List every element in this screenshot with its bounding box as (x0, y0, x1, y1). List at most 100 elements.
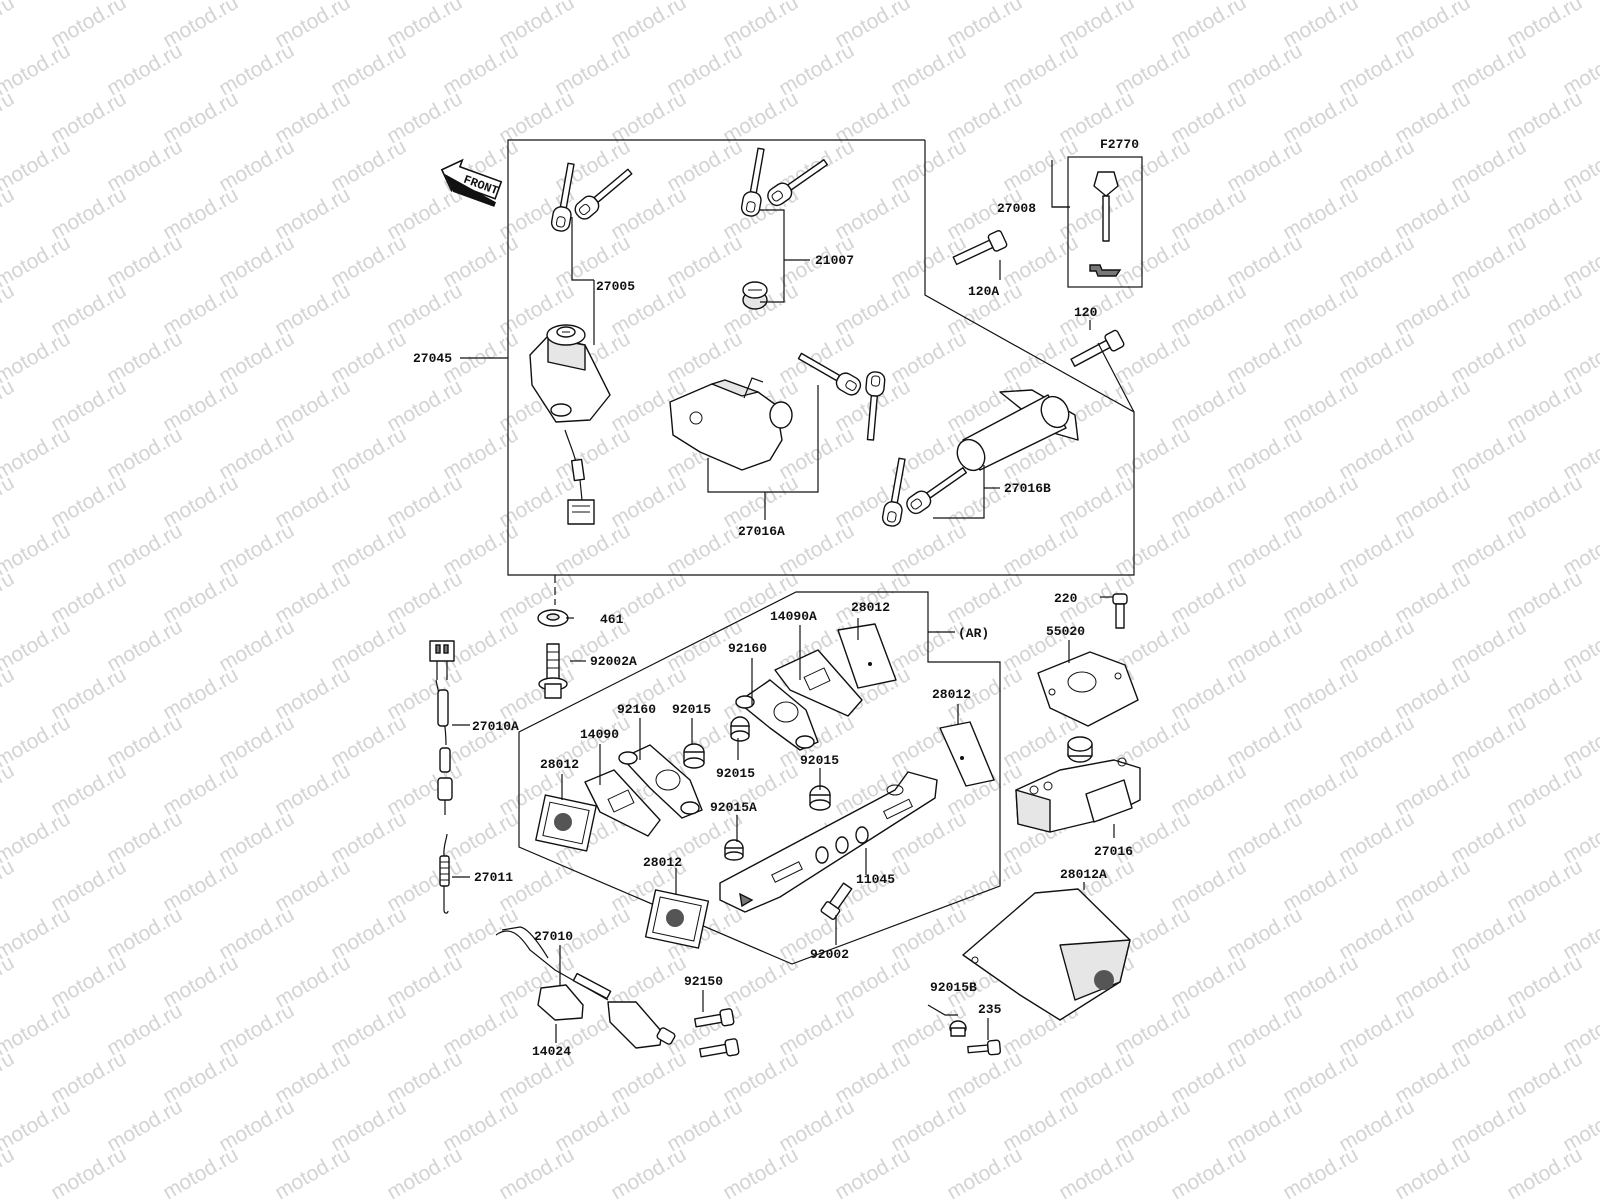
callout-27045: 27045 (413, 351, 452, 366)
watermark-text: motod.ru (495, 1143, 578, 1200)
callout-120A: 120A (968, 284, 999, 299)
plate-55020 (1037, 651, 1139, 727)
seat-lock-27016A (669, 377, 793, 471)
key-kit-box (1067, 156, 1143, 288)
watermark-text: motod.ru (0, 519, 74, 580)
callout-461: 461 (600, 612, 624, 627)
holder-14090A (774, 649, 863, 717)
callout-labels: F2770 27005 21007 27045 27008 120A 120 2… (413, 137, 1139, 1059)
callout-92015-c: 92015 (800, 753, 839, 768)
callout-92002: 92002 (810, 947, 849, 962)
reflector-28012-top (837, 623, 897, 689)
watermark-text: motod.ru (271, 1143, 354, 1200)
watermark-text: motod.ru (0, 1143, 18, 1200)
watermark-text: motod.ru (0, 999, 74, 1060)
watermark-text: motod.ru (0, 39, 74, 100)
callout-27016B: 27016B (1004, 481, 1051, 496)
callout-27010: 27010 (534, 929, 573, 944)
brake-switch-27010 (495, 926, 740, 1058)
watermark-text: motod.ru (1559, 327, 1600, 388)
watermark-text: motod.ru (0, 471, 18, 532)
ignition-switch (529, 324, 611, 525)
key-pair-27016B (881, 457, 968, 527)
reflector-28012-left (535, 794, 597, 852)
callout-28012-top: 28012 (851, 600, 890, 615)
lock-cylinder-27016B (956, 389, 1079, 472)
watermark-text: motod.ru (1559, 231, 1600, 292)
watermark-text: motod.ru (0, 1047, 18, 1108)
watermark-text: motod.ru (0, 711, 74, 772)
watermark-text: motod.ru (1559, 39, 1600, 100)
watermark-text: motod.ru (47, 1143, 130, 1200)
callout-14090A: 14090A (770, 609, 817, 624)
watermark-text: motod.ru (719, 1143, 802, 1200)
watermark-text: motod.ru (0, 279, 18, 340)
callout-28012-right: 28012 (932, 687, 971, 702)
callout-92015A: 92015A (710, 800, 757, 815)
watermark-text: motod.ru (1559, 903, 1600, 964)
watermark-text: motod.ru (1559, 711, 1600, 772)
watermark-text: motod.ru (1391, 1143, 1474, 1200)
watermark-text: motod.ru (0, 87, 18, 148)
key-pair-27005 (550, 162, 633, 232)
callout-28012A: 28012A (1060, 867, 1107, 882)
bracket-92160-top (735, 679, 819, 751)
watermark-text: motod.ru (0, 615, 74, 676)
callout-AR: (AR) (958, 626, 989, 641)
callout-92015-b: 92015 (716, 766, 755, 781)
watermark-text: motod.ru (383, 1143, 466, 1200)
callout-92015-a: 92015 (672, 702, 711, 717)
kit-code: F2770 (1100, 137, 1139, 152)
watermark-text: motod.ru (0, 423, 74, 484)
reflector-28012-right (939, 721, 995, 787)
watermark-text: motod.ru (1167, 1143, 1250, 1200)
callout-92160-top: 92160 (728, 641, 767, 656)
watermark-text: motod.ru (943, 1143, 1026, 1200)
watermark-text: motod.ru (1055, 1143, 1138, 1200)
collar-92015-a (683, 743, 705, 769)
watermark-text: motod.ru (0, 183, 18, 244)
spring-27011 (439, 833, 450, 914)
callout-120: 120 (1074, 305, 1098, 320)
callout-27005: 27005 (596, 279, 635, 294)
callout-92150: 92150 (684, 974, 723, 989)
watermark-text: motod.ru (0, 375, 18, 436)
watermark-text: motod.ru (0, 807, 74, 868)
helmet-lock-27016 (1015, 736, 1141, 833)
watermark-text: motod.ru (1559, 807, 1600, 868)
callout-28012-left: 28012 (540, 757, 579, 772)
upper-frame (507, 139, 1135, 576)
collar-92015-c (809, 785, 831, 811)
watermark-text: motod.ru (0, 135, 74, 196)
callout-27016: 27016 (1094, 844, 1133, 859)
watermark-text: motod.ru (1559, 423, 1600, 484)
lock-cap (742, 281, 768, 310)
key-27008 (1089, 171, 1122, 277)
watermark-text: motod.ru (1559, 999, 1600, 1060)
bolt-120A (952, 230, 1008, 266)
watermark-text: motod.ru (0, 759, 18, 820)
collar-92015A (724, 839, 744, 861)
holder-14090 (584, 769, 661, 837)
callout-220: 220 (1054, 591, 1078, 606)
watermark-text: motod.ru (0, 951, 18, 1012)
bolt-92002A (538, 643, 568, 699)
callout-27008: 27008 (997, 201, 1036, 216)
callout-11045: 11045 (856, 872, 895, 887)
watermark-text: motod.ru (1559, 1095, 1600, 1156)
watermark-text: motod.ru (0, 0, 18, 52)
watermark-text: motod.ru (0, 327, 74, 388)
screw-235 (967, 1039, 1002, 1056)
watermark-text: motod.ru (0, 567, 18, 628)
bolt-220 (1112, 593, 1128, 629)
tail-cover-28012A (962, 888, 1131, 1021)
screw-92015B (949, 1020, 967, 1037)
callout-14090: 14090 (580, 727, 619, 742)
watermark-text: motod.ru (607, 1143, 690, 1200)
bracket-92160-left (618, 744, 703, 819)
bracket-11045 (719, 771, 938, 920)
callout-27016A: 27016A (738, 524, 785, 539)
wire-harness-27010A (429, 640, 455, 815)
callout-92002A: 92002A (590, 654, 637, 669)
watermark-text: motod.ru (0, 855, 18, 916)
